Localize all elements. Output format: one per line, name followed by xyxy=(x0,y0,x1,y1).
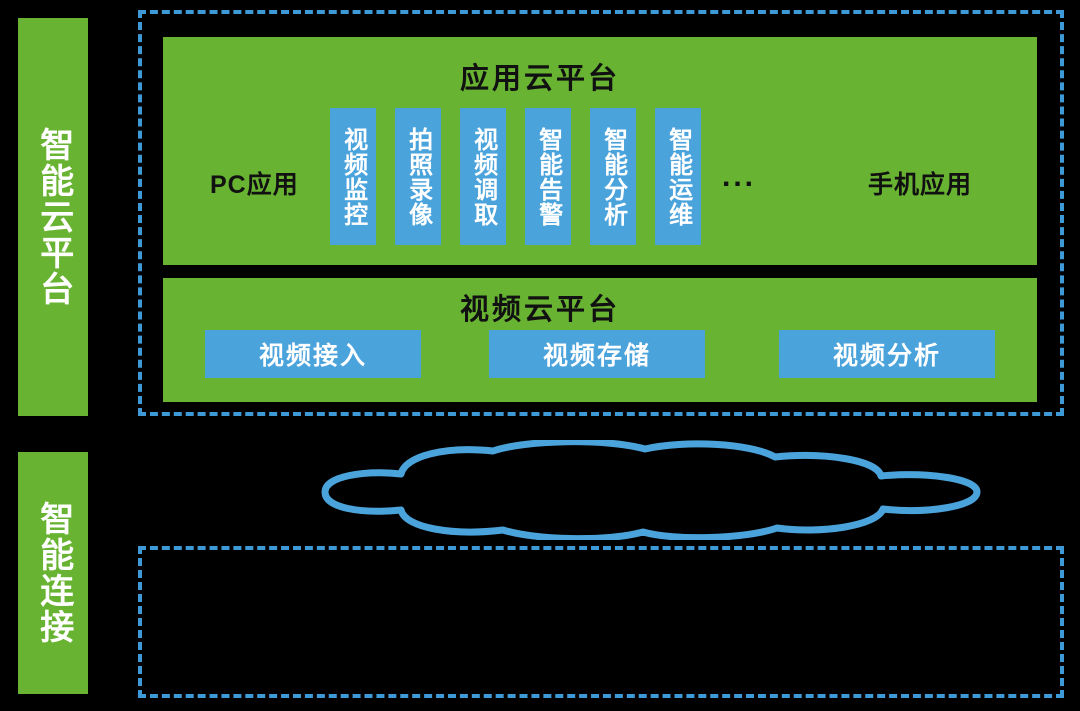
chip-smart-analysis-label: 智能分析 xyxy=(599,126,627,227)
chip-video-storage-label: 视频存储 xyxy=(542,342,651,370)
sidebar-band-connectivity: 智能连接 xyxy=(18,452,88,694)
label-pc-application: PC应用 xyxy=(210,171,299,199)
chip-smart-analysis[interactable]: 智能分析 xyxy=(590,108,636,245)
chip-video-surveillance[interactable]: 视频监控 xyxy=(330,108,376,245)
chip-smart-operations-label: 智能运维 xyxy=(664,126,692,227)
chip-video-surveillance-label: 视频监控 xyxy=(339,126,367,227)
chip-video-analytics[interactable]: 视频分析 xyxy=(779,330,995,378)
network-cloud-icon xyxy=(321,440,981,540)
chip-smart-alarm[interactable]: 智能告警 xyxy=(525,108,571,245)
chip-smart-alarm-label: 智能告警 xyxy=(534,126,562,227)
chip-video-storage[interactable]: 视频存储 xyxy=(489,330,705,378)
chip-video-retrieval-label: 视频调取 xyxy=(469,126,497,227)
chip-video-retrieval[interactable]: 视频调取 xyxy=(460,108,506,245)
panel-app-cloud-platform-title: 应用云平台 xyxy=(459,63,620,95)
chip-video-analytics-label: 视频分析 xyxy=(832,342,941,370)
chip-video-ingest[interactable]: 视频接入 xyxy=(205,330,421,378)
dashed-group-cloud-platform xyxy=(138,10,1064,416)
sidebar-band-cloud-platform: 智能云平台 xyxy=(18,18,88,416)
panel-video-cloud-platform-title: 视频云平台 xyxy=(459,294,620,326)
chip-photo-recording-label: 拍照录像 xyxy=(404,126,432,227)
dashed-group-connectivity xyxy=(138,546,1064,698)
chip-video-ingest-label: 视频接入 xyxy=(258,342,367,370)
sidebar-band-connectivity-label: 智能连接 xyxy=(34,501,73,645)
ellipsis-more-apps: ... xyxy=(722,160,757,193)
label-mobile-application: 手机应用 xyxy=(868,171,973,199)
sidebar-band-cloud-platform-label: 智能云平台 xyxy=(34,127,73,307)
chip-photo-recording[interactable]: 拍照录像 xyxy=(395,108,441,245)
chip-smart-operations[interactable]: 智能运维 xyxy=(655,108,701,245)
